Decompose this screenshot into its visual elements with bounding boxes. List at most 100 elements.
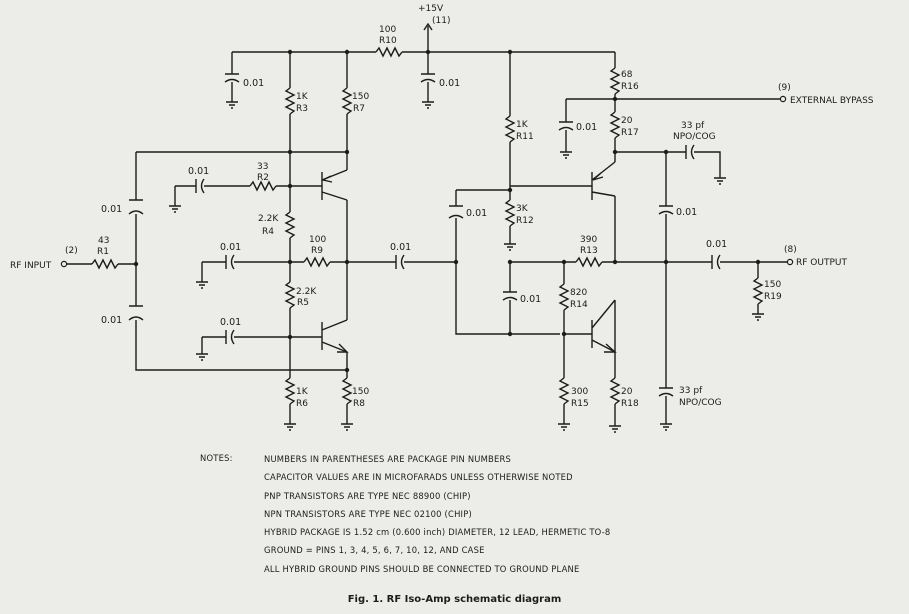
r1-value: 43	[98, 236, 109, 246]
notes-list: NUMBERS IN PARENTHESES ARE PACKAGE PIN N…	[264, 453, 734, 581]
external-bypass-label: EXTERNAL BYPASS	[790, 96, 874, 106]
capacitor-33pf-lower	[658, 387, 674, 397]
cap-label-loop-lower: 0.01	[101, 315, 122, 326]
cap-33pf-lower-value: 33 pf	[679, 386, 703, 396]
r10-value: 100	[379, 25, 396, 35]
resistor-r9	[303, 256, 331, 268]
resistor-r11	[504, 115, 516, 143]
r3-value: 1K	[296, 92, 309, 102]
note-item: NUMBERS IN PARENTHESES ARE PACKAGE PIN N…	[264, 454, 512, 464]
r11-id: R11	[516, 132, 534, 142]
r9-id: R9	[311, 246, 323, 256]
resistor-r7	[341, 87, 353, 115]
r6-value: 1K	[296, 387, 309, 397]
r7-id: R7	[353, 104, 365, 114]
capacitor-c-loop-lower	[128, 305, 144, 321]
capacitor-symbols	[128, 73, 721, 397]
resistor-r3	[284, 87, 296, 115]
cap-label-base-upper: 0.01	[188, 166, 209, 177]
note-item: PNP TRANSISTORS ARE TYPE NEC 88900 (CHIP…	[264, 490, 471, 501]
r15-value: 300	[571, 387, 588, 397]
rf-input-pin-number: (2)	[65, 246, 78, 256]
r8-id: R8	[353, 399, 365, 409]
cap-33pf-upper-type: NPO/COG	[673, 132, 716, 142]
transistor-q2-npn	[321, 319, 349, 353]
r14-id: R14	[570, 300, 588, 310]
resistor-r15	[558, 377, 570, 405]
resistor-r4	[284, 211, 296, 239]
resistor-r17	[609, 111, 621, 139]
r6-id: R6	[296, 399, 308, 409]
cap-label-mid-left: 0.01	[220, 242, 241, 253]
capacitor-labels: 0.01 0.01 0.01 0.01 0.01 0.01 0.01 0.01 …	[101, 78, 727, 408]
resistor-r12	[504, 199, 516, 227]
r13-value: 390	[580, 235, 597, 245]
capacitor-c-right-column	[658, 205, 674, 215]
rf-input-label: RF INPUT	[10, 261, 52, 271]
r11-value: 1K	[516, 120, 529, 130]
r5-id: R5	[297, 298, 309, 308]
cap-label-right-column: 0.01	[676, 207, 697, 218]
resistor-r18	[609, 377, 621, 405]
resistor-r1	[91, 258, 119, 270]
resistor-r8	[341, 377, 353, 405]
resistor-r16	[609, 67, 621, 95]
cap-label-bypass: 0.01	[576, 122, 597, 133]
notes-heading: NOTES:	[200, 453, 233, 463]
capacitor-c-stage2-left	[448, 205, 464, 219]
resistor-r2	[249, 180, 277, 192]
r4-value: 2.2K	[258, 214, 279, 224]
supply-labels: +15V (11)	[418, 4, 450, 26]
r15-id: R15	[571, 399, 589, 409]
pin-terminals	[60, 22, 794, 268]
r18-value: 20	[621, 387, 633, 397]
r17-value: 20	[621, 116, 633, 126]
rf-output-label: RF OUTPUT	[796, 258, 847, 268]
schematic: +15V (11) (2) RF INPUT (9) EXTERNAL BYPA…	[10, 4, 874, 433]
rf-output-pin-number: (8)	[784, 245, 797, 255]
resistor-r14	[558, 283, 570, 311]
resistor-r10	[375, 46, 403, 58]
junction-dots	[133, 49, 761, 373]
figure-caption: Fig. 1. RF Iso-Amp schematic diagram	[347, 594, 562, 605]
r8-value: 150	[352, 387, 369, 397]
cap-33pf-lower-type: NPO/COG	[679, 398, 722, 408]
external-bypass-pin-number: (9)	[778, 83, 791, 93]
r17-id: R17	[621, 128, 639, 138]
r2-id: R2	[257, 173, 269, 183]
r19-id: R19	[764, 292, 782, 302]
capacitor-c-top-left	[224, 73, 240, 83]
transistor-q3-pnp	[591, 161, 616, 200]
supply-pin-label: (11)	[432, 16, 450, 26]
cap-label-base-lower: 0.01	[220, 317, 241, 328]
r16-id: R16	[621, 82, 639, 92]
capacitor-c-base-upper	[195, 178, 205, 194]
r2-value: 33	[257, 162, 268, 172]
r1-id: R1	[97, 247, 109, 257]
cap-label-top-left: 0.01	[243, 78, 264, 89]
capacitor-c-mid-left	[225, 254, 235, 270]
transistor-q1-pnp	[320, 169, 348, 201]
cap-label-output: 0.01	[706, 239, 727, 250]
capacitor-c-output	[711, 254, 721, 270]
cap-label-supply: 0.01	[439, 78, 460, 89]
resistor-symbols	[91, 46, 764, 405]
capacitor-c-base-lower	[225, 329, 235, 345]
r9-value: 100	[309, 235, 326, 245]
cap-label-coupling: 0.01	[390, 242, 411, 253]
r7-value: 150	[352, 92, 369, 102]
resistor-r19	[752, 277, 764, 305]
capacitor-c-supply	[420, 73, 436, 83]
cap-label-stage2-mid: 0.01	[520, 294, 541, 305]
wiring	[66, 26, 788, 426]
r10-id: R10	[379, 36, 397, 46]
capacitor-c-coupling	[395, 254, 405, 270]
r18-id: R18	[621, 399, 639, 409]
r19-value: 150	[764, 280, 781, 290]
r14-value: 820	[570, 288, 587, 298]
r13-id: R13	[580, 246, 598, 256]
note-item: NPN TRANSISTORS ARE TYPE NEC 02100 (CHIP…	[264, 508, 472, 519]
r4-id: R4	[262, 227, 274, 237]
capacitor-c-loop-upper	[128, 199, 144, 215]
resistor-r5	[284, 281, 296, 309]
